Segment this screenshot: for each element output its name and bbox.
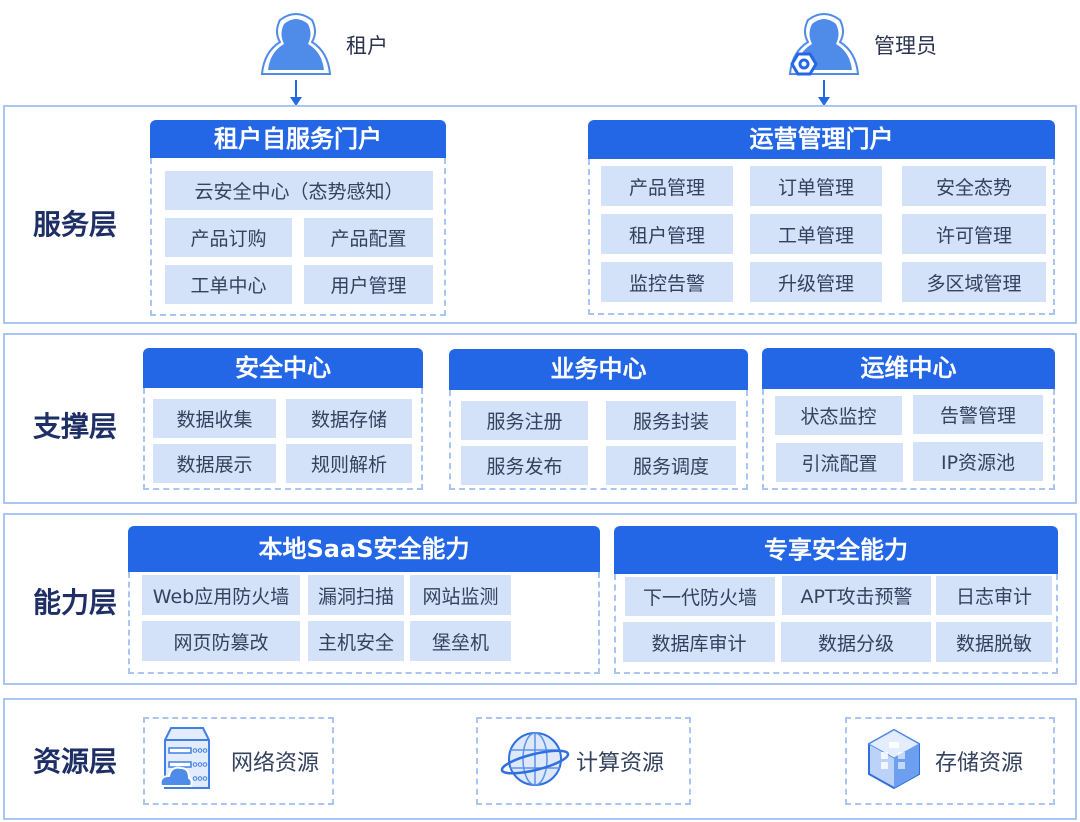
module-cell[interactable]: 用户管理 <box>304 265 433 304</box>
module-cell[interactable]: 产品管理 <box>601 166 733 206</box>
group-tenant-portal: 租户自服务门户 云安全中心（态势感知） 产品订购 产品配置 工单中心 用户管理 <box>150 120 446 316</box>
module-cell[interactable]: 数据存储 <box>286 399 412 438</box>
globe-orbit-icon <box>500 728 570 794</box>
module-cell[interactable]: 下一代防火墙 <box>625 577 775 616</box>
module-cell[interactable]: 升级管理 <box>750 262 882 302</box>
resource-network[interactable]: 网络资源 <box>143 717 334 805</box>
module-cell[interactable]: 服务调度 <box>606 446 736 485</box>
arrow-tenant-down <box>290 80 302 106</box>
resource-label: 计算资源 <box>576 751 665 776</box>
group-local-saas: 本地SaaS安全能力 Web应用防火墙 漏洞扫描 网站监测 网页防篡改 主机安全… <box>128 526 600 674</box>
admin-user-gear-icon <box>786 12 862 78</box>
server-cloud-icon <box>157 724 217 798</box>
actor-tenant-label: 租户 <box>346 34 388 58</box>
layer-title-service: 服务层 <box>32 208 117 241</box>
group-ops-center: 运维中心 状态监控 告警管理 引流配置 IP资源池 <box>762 348 1055 490</box>
module-cell[interactable]: 订单管理 <box>750 166 882 206</box>
group-title: 本地SaaS安全能力 <box>128 526 600 572</box>
module-cell[interactable]: 数据库审计 <box>623 622 775 662</box>
module-cell[interactable]: 服务封装 <box>606 401 736 440</box>
module-cell[interactable]: 数据脱敏 <box>936 622 1052 662</box>
module-cell[interactable]: Web应用防火墙 <box>142 575 300 615</box>
arrow-admin-down <box>818 80 830 106</box>
module-cell[interactable]: 许可管理 <box>902 214 1046 254</box>
module-cell[interactable]: 状态监控 <box>775 396 902 435</box>
module-cell[interactable]: 告警管理 <box>913 395 1043 434</box>
actor-admin: 管理员 <box>786 12 937 78</box>
layer-title-support: 支撑层 <box>32 410 117 443</box>
layer-title-resource: 资源层 <box>32 745 117 778</box>
resource-label: 网络资源 <box>231 751 320 776</box>
module-cell[interactable]: 主机安全 <box>308 621 404 661</box>
module-cell[interactable]: 数据分级 <box>781 622 931 662</box>
group-title: 安全中心 <box>143 348 423 388</box>
storage-cube-icon <box>867 728 921 794</box>
module-cell[interactable]: 产品配置 <box>304 218 433 257</box>
module-cell[interactable]: 工单管理 <box>750 214 882 254</box>
module-cell[interactable]: 引流配置 <box>776 443 903 482</box>
module-cell[interactable]: 规则解析 <box>286 444 412 483</box>
module-cell[interactable]: APT攻击预警 <box>782 576 931 615</box>
module-cell[interactable]: 租户管理 <box>601 214 733 254</box>
module-cell[interactable]: 服务发布 <box>461 446 588 485</box>
user-icon <box>258 12 334 78</box>
group-ops-portal: 运营管理门户 产品管理 订单管理 安全态势 租户管理 工单管理 许可管理 监控告… <box>588 120 1055 315</box>
group-title: 专享安全能力 <box>614 526 1058 574</box>
module-cell[interactable]: 产品订购 <box>165 218 292 257</box>
group-title: 业务中心 <box>449 349 748 390</box>
layer-title-capability: 能力层 <box>32 586 117 619</box>
group-security-center: 安全中心 数据收集 数据存储 数据展示 规则解析 <box>143 348 423 490</box>
group-title: 运营管理门户 <box>588 120 1055 159</box>
module-cell[interactable]: 云安全中心（态势感知） <box>165 171 433 210</box>
module-cell[interactable]: 日志审计 <box>936 576 1052 615</box>
actor-tenant: 租户 <box>258 12 388 78</box>
resource-storage[interactable]: 存储资源 <box>845 717 1055 805</box>
module-cell[interactable]: 堡垒机 <box>410 621 511 661</box>
group-dedicated-security: 专享安全能力 下一代防火墙 APT攻击预警 日志审计 数据库审计 数据分级 数据… <box>614 526 1058 674</box>
module-cell[interactable]: 漏洞扫描 <box>308 575 404 615</box>
module-cell[interactable]: 工单中心 <box>165 265 292 304</box>
module-cell[interactable]: 多区域管理 <box>902 262 1046 302</box>
group-business-center: 业务中心 服务注册 服务封装 服务发布 服务调度 <box>435 349 748 490</box>
resource-compute[interactable]: 计算资源 <box>476 717 691 805</box>
module-cell[interactable]: 监控告警 <box>601 262 733 302</box>
module-cell[interactable]: 数据展示 <box>153 444 276 483</box>
group-title: 租户自服务门户 <box>150 120 446 158</box>
module-cell[interactable]: 安全态势 <box>902 166 1046 206</box>
module-cell[interactable]: 数据收集 <box>153 399 276 438</box>
actor-admin-label: 管理员 <box>874 34 937 58</box>
module-cell[interactable]: 网页防篡改 <box>142 621 300 661</box>
module-cell[interactable]: IP资源池 <box>913 442 1043 481</box>
module-cell[interactable]: 服务注册 <box>461 401 588 440</box>
resource-label: 存储资源 <box>935 751 1024 776</box>
group-title: 运维中心 <box>762 348 1055 389</box>
module-cell[interactable]: 网站监测 <box>410 575 511 615</box>
